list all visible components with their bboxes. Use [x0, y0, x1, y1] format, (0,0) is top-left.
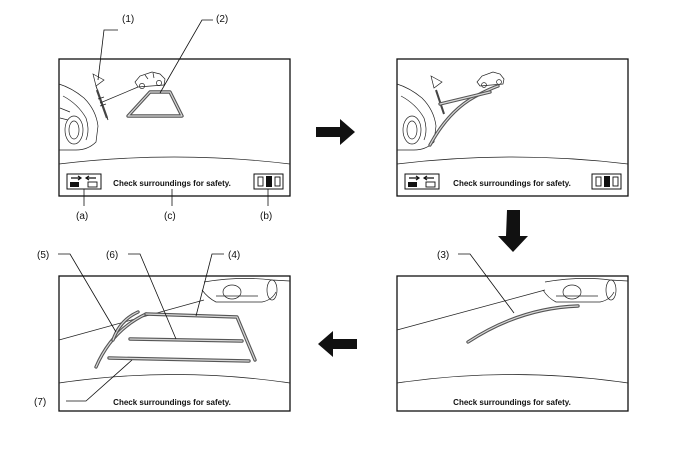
flow-arrow-right	[316, 119, 355, 145]
parking-curve-guide	[466, 304, 580, 344]
cone-marker-illustration	[430, 75, 445, 115]
view-switch-icon[interactable]	[253, 173, 284, 190]
callout-c: (c)	[164, 211, 176, 222]
parking-mode-icon[interactable]	[66, 173, 102, 190]
flow-arrow-left	[318, 331, 357, 357]
screen-1: Check surroundings for safety. (1) (2) (…	[58, 14, 291, 222]
parking-box-guide	[94, 310, 257, 369]
screen-message: Check surroundings for safety.	[113, 398, 231, 407]
screen-message: Check surroundings for safety.	[453, 179, 571, 188]
callout-3: (3)	[437, 250, 449, 261]
distant-car-illustration	[476, 71, 505, 88]
parking-mode-icon[interactable]	[404, 173, 440, 190]
callout-6: (6)	[106, 250, 118, 261]
callout-a: (a)	[76, 211, 88, 222]
screen-3: Check surroundings for safety. (3)	[396, 250, 629, 412]
screen-message: Check surroundings for safety.	[113, 179, 231, 188]
screen-2: Check surroundings for safety.	[396, 58, 629, 197]
parked-car-illustration	[58, 83, 99, 151]
distant-car-illustration	[134, 71, 166, 89]
callout-2: (2)	[216, 14, 228, 25]
parking-curve-guide	[428, 84, 500, 147]
callout-5: (5)	[37, 250, 49, 261]
callout-1: (1)	[122, 14, 134, 25]
parked-car-illustration	[542, 278, 629, 303]
parked-car-illustration	[396, 83, 437, 151]
view-switch-icon[interactable]	[591, 173, 622, 190]
screen-message: Check surroundings for safety.	[453, 398, 571, 407]
callout-7: (7)	[34, 397, 46, 408]
callout-b: (b)	[260, 211, 272, 222]
parked-car-illustration	[201, 278, 291, 303]
screen-4: Check surroundings for safety. (5) (6) (…	[34, 250, 291, 412]
parking-target-guide	[126, 90, 184, 118]
callout-4: (4)	[228, 250, 240, 261]
flow-arrow-down	[498, 210, 528, 252]
